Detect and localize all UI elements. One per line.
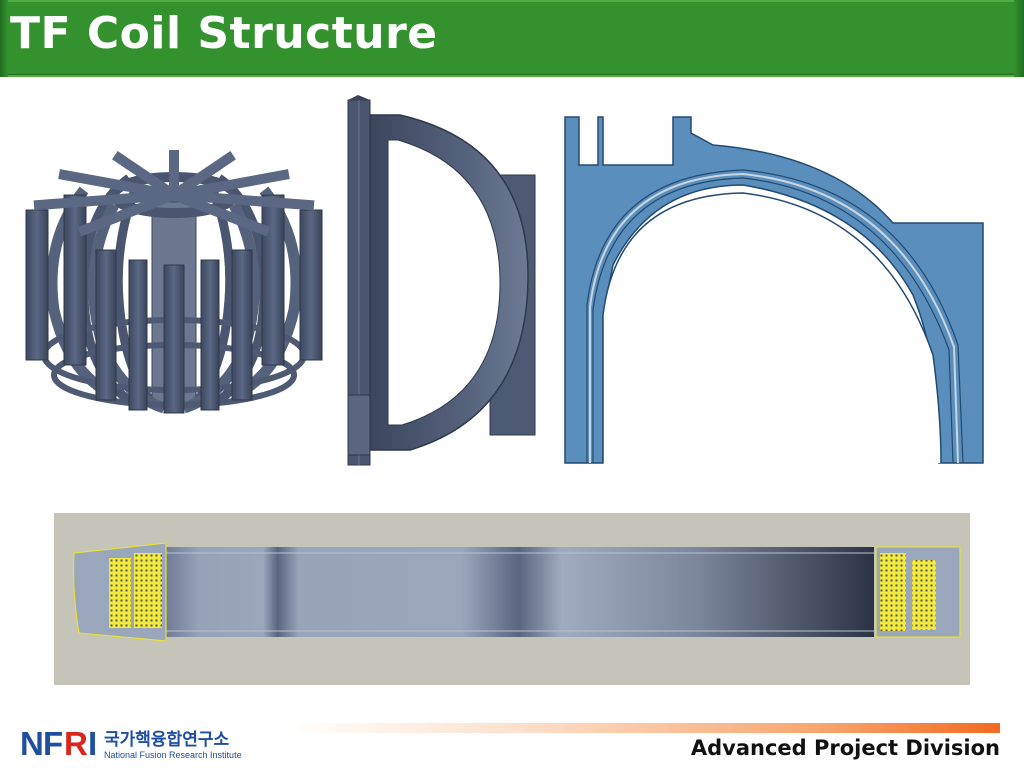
title-bar-edge-right <box>1014 0 1024 77</box>
division-label: Advanced Project Division <box>690 736 1000 760</box>
footer-accent-line <box>288 723 1000 733</box>
svg-text:R: R <box>64 725 88 762</box>
svg-text:National Fusion Research Insti: National Fusion Research Institute <box>104 750 242 760</box>
single-tf-coil-figure <box>347 95 536 466</box>
tf-coil-assembly-figure <box>25 150 323 414</box>
svg-text:N: N <box>20 725 43 762</box>
slide-title: TF Coil Structure <box>10 8 438 59</box>
coil-cross-section-figure <box>564 116 984 464</box>
winding-pack-section-figure <box>54 513 970 685</box>
svg-text:국가핵융합연구소: 국가핵융합연구소 <box>104 729 229 750</box>
nfri-logo-graphic: N F R I 국가핵융합연구소 National Fusion Researc… <box>20 725 242 762</box>
nfri-logo: N F R I 국가핵융합연구소 National Fusion Researc… <box>20 724 280 764</box>
title-bar-edge-left <box>0 0 8 77</box>
svg-text:F: F <box>43 725 62 762</box>
title-bar: TF Coil Structure <box>0 0 1024 77</box>
svg-text:I: I <box>88 725 97 762</box>
